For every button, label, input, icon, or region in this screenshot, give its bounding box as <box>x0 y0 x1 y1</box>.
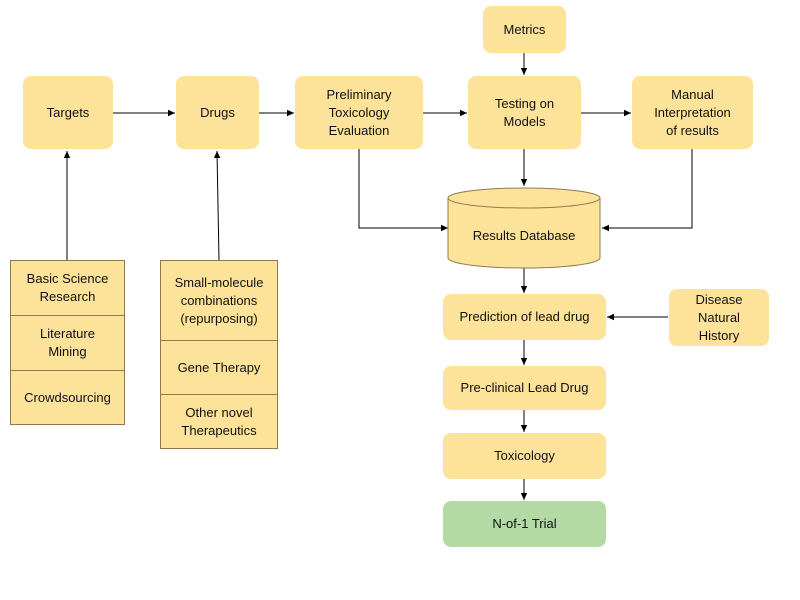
testing-on-models-node: Testing on Models <box>468 76 581 149</box>
manual-interpretation-node: Manual Interpretation of results <box>632 76 753 149</box>
target-source-basic-science: Basic Science Research <box>11 261 124 315</box>
target-source-crowdsourcing: Crowdsourcing <box>11 370 124 424</box>
target-source-label: Basic Science Research <box>26 271 109 304</box>
drugs-node: Drugs <box>176 76 259 149</box>
metrics-node: Metrics <box>483 6 566 53</box>
preliminary-toxicology-node: Preliminary Toxicology Evaluation <box>295 76 423 149</box>
arrow-manual-to-database <box>602 149 693 232</box>
targets-node: Targets <box>23 76 113 149</box>
arrow-preliminary-to-database <box>358 149 448 232</box>
drug-source-small-molecule: Small-molecule combinations (repurposing… <box>161 261 277 340</box>
target-source-literature-mining: Literature Mining <box>11 315 124 370</box>
testing-on-models-label: Testing on Models <box>494 95 555 129</box>
toxicology-label: Toxicology <box>494 448 555 463</box>
drug-sources-stack: Small-molecule combinations (repurposing… <box>160 260 278 449</box>
preclinical-label: Pre-clinical Lead Drug <box>460 380 589 395</box>
prediction-label: Prediction of lead drug <box>459 309 590 324</box>
results-database-label: Results Database <box>472 227 576 243</box>
drugs-label: Drugs <box>200 104 235 120</box>
target-sources-stack: Basic Science Research Literature Mining… <box>10 260 125 425</box>
prediction-node: Prediction of lead drug <box>443 294 606 340</box>
drug-source-other-novel: Other novel Therapeutics <box>161 394 277 448</box>
preclinical-node: Pre-clinical Lead Drug <box>443 366 606 410</box>
results-database-node: Results Database <box>448 212 600 258</box>
arrow-small-molecule-to-drugs <box>213 150 221 261</box>
target-source-label: Crowdsourcing <box>24 389 111 405</box>
targets-label: Targets <box>46 104 90 120</box>
disease-history-label: Disease Natural History <box>695 291 743 343</box>
drug-source-gene-therapy: Gene Therapy <box>161 340 277 394</box>
toxicology-node: Toxicology <box>443 433 606 479</box>
disease-history-node: Disease Natural History <box>669 289 769 346</box>
drug-source-label: Gene Therapy <box>177 359 261 375</box>
n-of-1-trial-node: N-of-1 Trial <box>443 501 606 547</box>
drug-source-label: Small-molecule combinations (repurposing… <box>174 274 264 326</box>
drug-source-label: Other novel Therapeutics <box>181 404 257 438</box>
target-source-label: Literature Mining <box>40 326 95 359</box>
preliminary-toxicology-label: Preliminary Toxicology Evaluation <box>326 86 392 138</box>
n-of-1-trial-label: N-of-1 Trial <box>492 516 557 531</box>
metrics-label: Metrics <box>503 21 546 37</box>
manual-interpretation-label: Manual Interpretation of results <box>654 86 731 138</box>
results-database-cylinder <box>447 187 601 269</box>
